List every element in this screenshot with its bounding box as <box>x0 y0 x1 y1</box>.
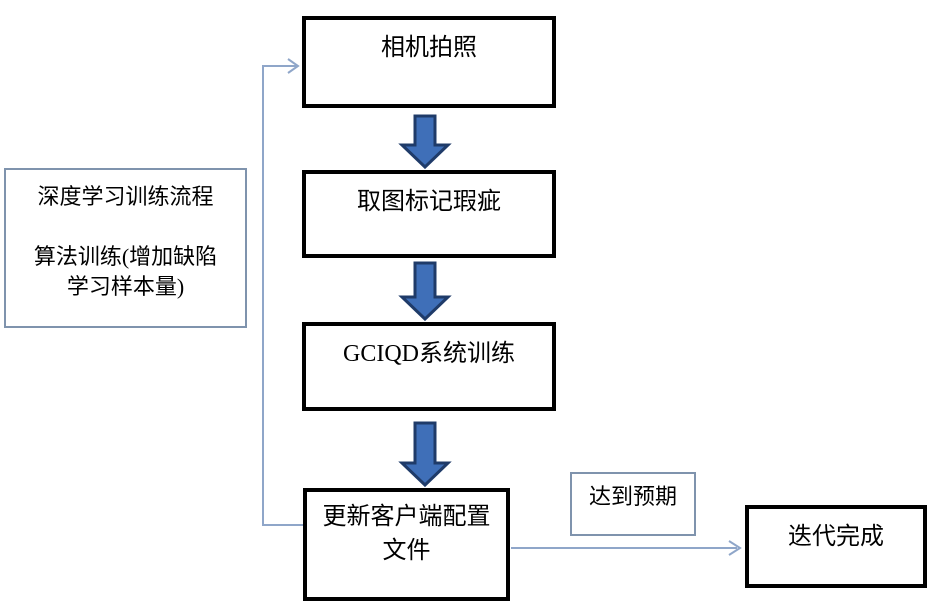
branch-arrowhead-icon <box>728 540 742 556</box>
feedback-arrowhead-icon <box>287 58 300 74</box>
side-note-box: 深度学习训练流程 算法训练(增加缺陷学习样本量) <box>4 168 247 328</box>
flow-step-camera-label: 相机拍照 <box>381 35 477 61</box>
flow-step-system-training-label: GCIQD系统训练 <box>343 341 515 367</box>
side-note-body: 算法训练(增加缺陷学习样本量) <box>33 244 218 299</box>
flow-end-node: 迭代完成 <box>745 505 927 588</box>
flow-step-mark-defects-label: 取图标记瑕疵 <box>357 189 501 215</box>
flow-step-camera: 相机拍照 <box>302 16 556 108</box>
flow-step-update-config: 更新客户端配置文件 <box>303 488 510 601</box>
branch-condition-label: 达到预期 <box>588 484 677 509</box>
down-block-arrow-3-icon <box>398 421 452 488</box>
flow-end-node-label: 迭代完成 <box>788 524 884 550</box>
branch-condition-label-box: 达到预期 <box>570 472 696 536</box>
side-note-title: 深度学习训练流程 <box>37 184 214 209</box>
flow-step-system-training: GCIQD系统训练 <box>302 322 556 411</box>
flow-step-update-config-label: 更新客户端配置文件 <box>322 504 491 564</box>
flow-step-mark-defects: 取图标记瑕疵 <box>302 170 556 258</box>
down-block-arrow-2-icon <box>398 261 452 322</box>
feedback-connector-line <box>262 65 303 526</box>
down-block-arrow-1-icon <box>398 114 452 170</box>
